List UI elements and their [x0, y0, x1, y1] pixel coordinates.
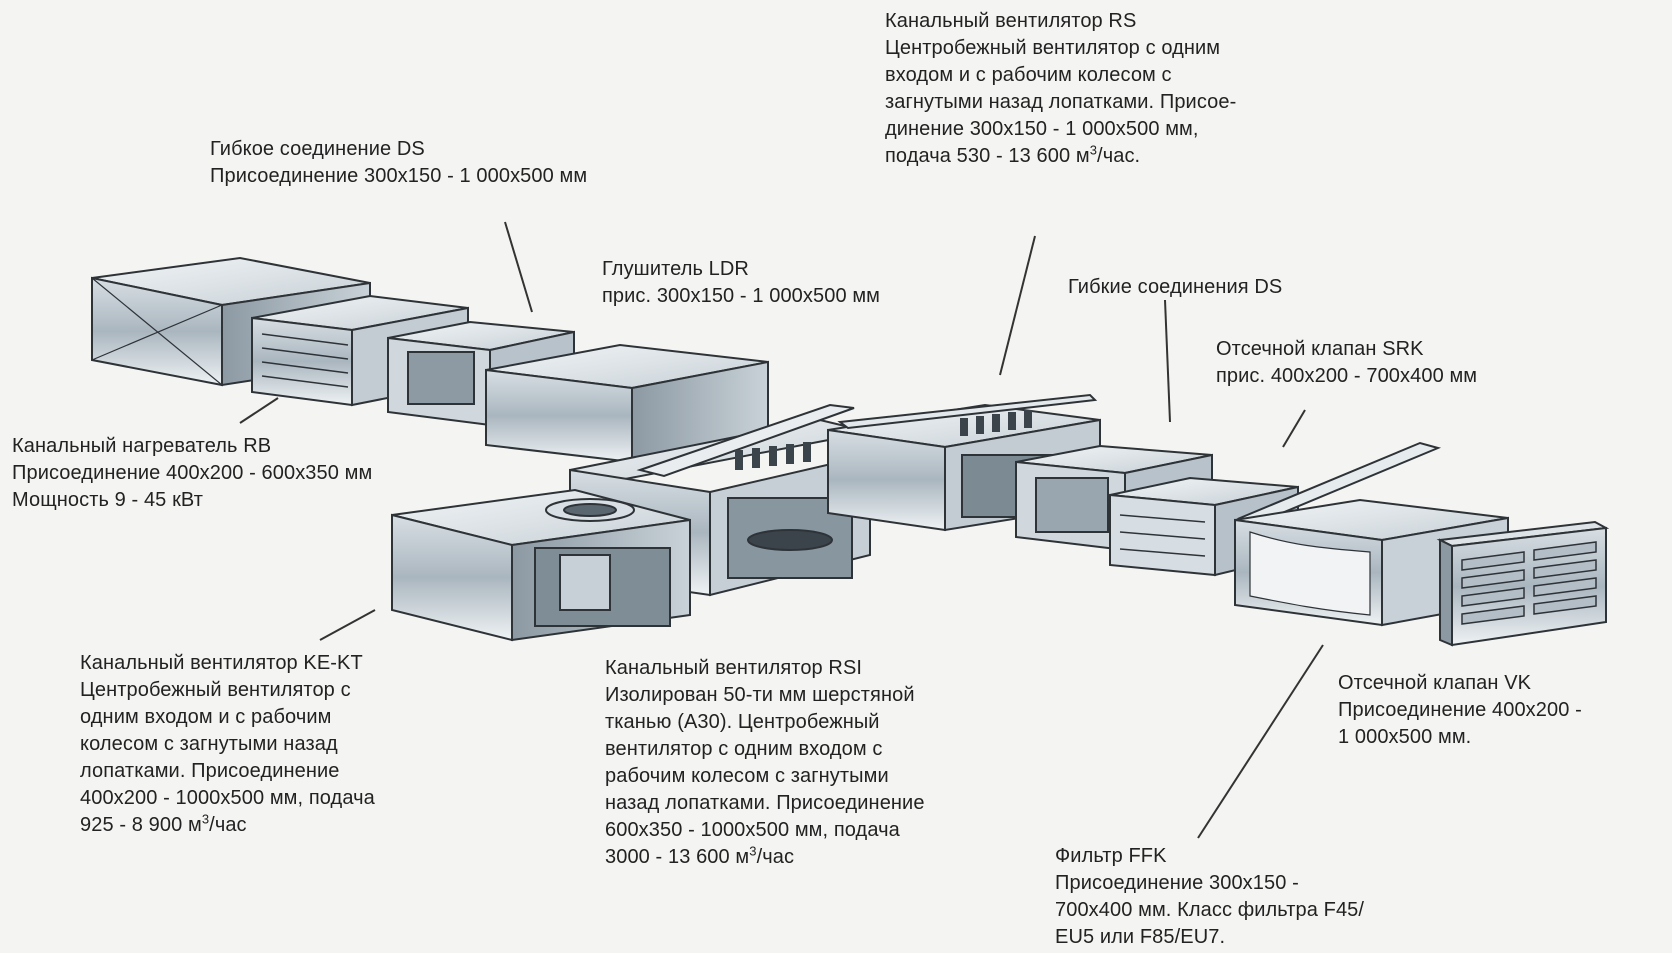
leader-rs	[999, 235, 1036, 376]
label-ffk-line2: 700x400 мм. Класс фильтра F45/	[1055, 899, 1365, 921]
label-rsi-line7: 3000 - 13 600 м3/час	[605, 843, 795, 868]
label-rsi-line1: Изолирован 50-ти мм шерстяной	[605, 684, 915, 706]
label-rs-title: Канальный вентилятор RS	[885, 10, 1137, 32]
label-ffk-title: Фильтр FFK	[1055, 845, 1167, 867]
label-rsi-line5: назад лопатками. Присоединение	[605, 792, 925, 814]
label-rsi-line6: 600x350 - 1000x500 мм, подача	[605, 819, 900, 841]
label-rsi: Канальный вентилятор RSI Изолирован 50-т…	[605, 655, 925, 871]
label-rs-line5: подача 530 - 13 600 м3/час.	[885, 142, 1141, 167]
label-srk-title: Отсечной клапан SRK	[1216, 338, 1424, 360]
label-rs: Канальный вентилятор RS Центробежный вен…	[885, 8, 1236, 170]
label-srk: Отсечной клапан SRK прис. 400x200 - 700x…	[1216, 336, 1477, 390]
label-ds-top-line1: Присоединение 300x150 - 1 000x500 мм	[210, 165, 588, 187]
label-kekt-line3: колесом с загнутыми назад	[80, 733, 338, 755]
label-kekt: Канальный вентилятор KE-KT Центробежный …	[80, 650, 375, 839]
label-ffk: Фильтр FFK Присоединение 300x150 - 700x4…	[1055, 843, 1364, 951]
label-rsi-line4: рабочим колесом с загнутыми	[605, 765, 889, 787]
label-ffk-line3: EU5 или F85/EU7.	[1055, 926, 1226, 948]
label-ds-right: Гибкие соединения DS	[1068, 274, 1282, 301]
label-rsi-line2: тканью (А30). Центробежный	[605, 711, 880, 733]
leader-srk	[1282, 409, 1306, 448]
label-rs-line3: загнутыми назад лопатками. Присое-	[885, 91, 1237, 113]
label-rb-line1: Присоединение 400x200 - 600x350 мм	[12, 462, 373, 484]
label-kekt-line2: одним входом и с рабочим	[80, 706, 332, 728]
label-vk-line1: Присоединение 400x200 -	[1338, 699, 1582, 721]
label-kekt-line1: Центробежный вентилятор с	[80, 679, 351, 701]
label-vk-title: Отсечной клапан VK	[1338, 672, 1532, 694]
label-rs-line4: динение 300x150 - 1 000x500 мм,	[885, 118, 1199, 140]
label-rs-line2: входом и с рабочим колесом с	[885, 64, 1172, 86]
label-ldr: Глушитель LDR прис. 300x150 - 1 000x500 …	[602, 256, 880, 310]
fan-rsi-shape	[569, 403, 871, 597]
label-srk-line1: прис. 400x200 - 700x400 мм	[1216, 365, 1478, 387]
label-rb: Канальный нагреватель RB Присоединение 4…	[12, 433, 372, 514]
leader-rb	[239, 397, 279, 424]
label-ds-top: Гибкое соединение DS Присоединение 300x1…	[210, 136, 587, 190]
fan-kekt-shape	[391, 488, 691, 642]
leader-ds-top	[504, 221, 533, 313]
leader-kekt	[319, 609, 376, 641]
label-kekt-line4: лопатками. Присоединение	[80, 760, 340, 782]
label-rsi-line3: вентилятор с одним входом с	[605, 738, 883, 760]
label-kekt-line6: 925 - 8 900 м3/час	[80, 811, 247, 836]
label-vk-line2: 1 000x500 мм.	[1338, 726, 1472, 748]
leader-ffk	[1197, 644, 1324, 839]
label-ds-top-title: Гибкое соединение DS	[210, 138, 425, 160]
label-ldr-line1: прис. 300x150 - 1 000x500 мм	[602, 285, 881, 307]
damper-vk-shape	[1436, 520, 1610, 647]
label-rb-line2: Мощность 9 - 45 кВт	[12, 489, 203, 511]
leader-ds-right	[1164, 299, 1171, 423]
label-kekt-title: Канальный вентилятор KE-KT	[80, 652, 363, 674]
label-ds-right-title: Гибкие соединения DS	[1068, 276, 1283, 298]
label-vk: Отсечной клапан VK Присоединение 400x200…	[1338, 670, 1582, 751]
label-kekt-line5: 400x200 - 1000x500 мм, подача	[80, 787, 375, 809]
label-rs-line1: Центробежный вентилятор с одним	[885, 37, 1221, 59]
label-ldr-title: Глушитель LDR	[602, 258, 749, 280]
label-ffk-line1: Присоединение 300x150 -	[1055, 872, 1299, 894]
label-rsi-title: Канальный вентилятор RSI	[605, 657, 863, 679]
label-rb-title: Канальный нагреватель RB	[12, 435, 272, 457]
